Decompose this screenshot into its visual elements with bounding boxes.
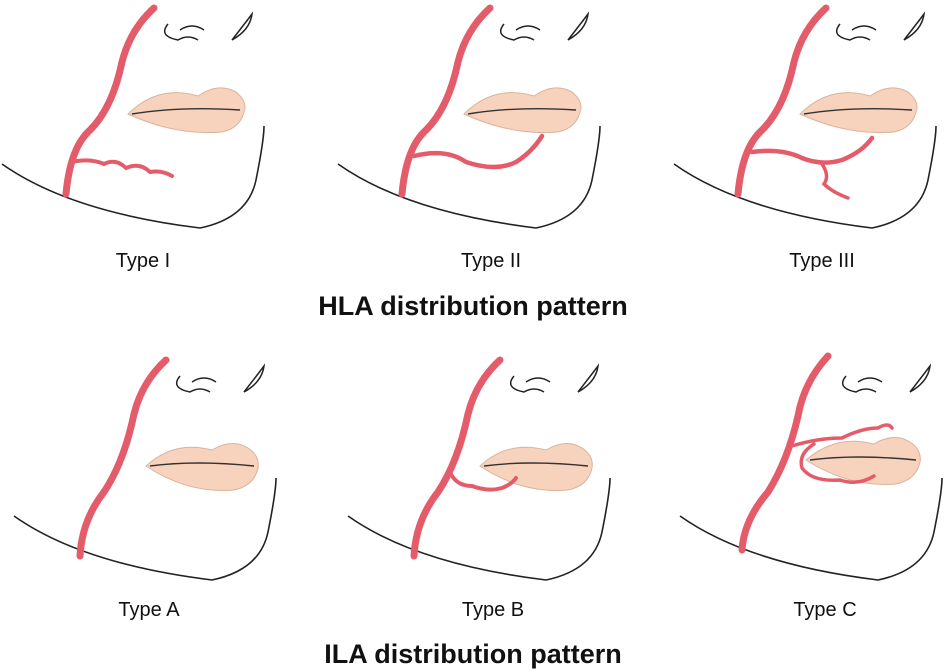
nostril [179,25,205,31]
lips [479,443,593,491]
nostril [515,25,541,31]
facial-artery [738,352,832,554]
hla-branch [411,133,545,170]
panel-type-iii [673,4,937,229]
lip-line [809,456,917,461]
nose-outline [175,375,211,393]
label-type-b: Type B [461,599,525,621]
jaw-line [13,477,277,581]
nose-outline [163,23,199,41]
jaw-line [673,125,937,229]
label-type-c: Type C [793,599,857,621]
panel-type-ii [337,4,601,229]
nose-wing [909,363,932,393]
jaw-line [1,125,265,229]
nose-wing [577,363,600,393]
ila-branch-upper [790,423,894,448]
hla-branch [749,135,875,165]
lips [145,443,259,491]
heading-hla: HLA distribution pattern [318,291,628,321]
nose-outline [841,375,877,393]
panel-type-a [13,356,277,581]
jaw-line [337,125,601,229]
panel-type-i [1,4,265,229]
facial-artery [76,356,170,560]
lip-line [483,462,589,467]
lips [127,87,246,134]
nostril [525,377,551,383]
nostril [857,377,883,383]
ila-loop [799,442,876,484]
ila-branch [448,470,518,492]
facial-artery [410,356,504,560]
facial-artery [398,4,494,198]
facial-artery [62,4,158,198]
hla-branch [70,158,174,178]
nose-wing [567,11,590,41]
hla-sub-branch [820,162,850,200]
nose-wing [903,11,926,41]
lip-line [467,107,577,115]
lip-line [149,462,255,467]
label-type-a: Type A [118,599,180,621]
nostril [191,377,217,383]
heading-ila: ILA distribution pattern [324,639,622,669]
jaw-line [347,477,611,581]
lip-line [803,107,913,115]
lips [799,87,918,134]
lips [463,87,582,134]
jaw-line [679,477,943,581]
label-type-i: Type I [115,250,171,272]
facial-artery [734,4,830,198]
panel-type-c [679,352,943,581]
nose-outline [499,23,535,41]
nose-outline [835,23,871,41]
nostril [851,25,877,31]
label-type-iii: Type III [789,250,855,272]
nose-outline [509,375,545,393]
lip-line [131,107,241,115]
label-type-ii: Type II [460,250,522,272]
panel-type-b [347,356,611,581]
lips [805,437,921,485]
nose-wing [231,11,254,41]
nose-wing [243,363,266,393]
